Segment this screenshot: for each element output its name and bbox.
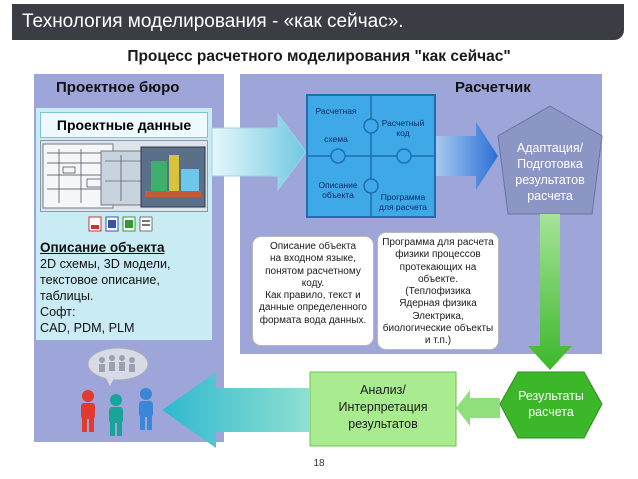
analysis-shape xyxy=(309,371,457,447)
arrow-to-analysis xyxy=(456,390,500,426)
description-line: CAD, PDM, PLM xyxy=(40,321,135,335)
description-line: таблицы. xyxy=(40,289,94,303)
cad-screenshots-image xyxy=(40,140,208,212)
object-description-heading: Описание объекта xyxy=(40,240,165,255)
users-group-illustration xyxy=(81,347,153,436)
person-blue-icon xyxy=(139,388,153,430)
design-bureau-title: Проектное бюро xyxy=(56,79,180,96)
description-line: текстовое описание, xyxy=(40,273,160,287)
diagram-title: Процесс расчетного моделирования "как се… xyxy=(127,48,511,65)
design-data-header: Проектные данные xyxy=(40,112,208,138)
page-number: 18 xyxy=(313,458,325,469)
arrow-to-results xyxy=(528,214,572,370)
analysis-label: Анализ/ Интерпретация результатов xyxy=(338,383,428,431)
puzzle-piece-code: Расчетный код xyxy=(381,118,425,138)
adaptation-label: Адаптация/ Подготовка результатов расчет… xyxy=(515,141,585,203)
puzzle-block: Расчетная схема Расчетный код Описание о… xyxy=(306,94,436,218)
description-line: 2D схемы, 3D модели, xyxy=(40,257,171,271)
description-line: Софт: xyxy=(40,305,76,319)
person-red-icon xyxy=(81,390,95,432)
calculation-program-note: Программа для расчета физики процессов п… xyxy=(377,232,499,350)
results-label: Результаты расчета xyxy=(518,389,584,419)
arrow-to-puzzle xyxy=(211,112,307,192)
arrow-to-adaptation xyxy=(436,122,498,190)
puzzle-piece-object: Описание объекта xyxy=(318,180,358,200)
slide-title: Технология моделирования - «как сейчас». xyxy=(12,4,624,40)
person-teal-icon xyxy=(109,394,123,436)
puzzle-piece-program: Программа для расчета xyxy=(379,192,427,212)
arrow-to-people xyxy=(162,372,310,448)
file-format-icons xyxy=(88,216,158,232)
object-description-note: Описание объекта на входном языке, понят… xyxy=(252,236,374,346)
puzzle-piece-scheme: Расчетная схема xyxy=(315,106,357,144)
object-description: Описание объекта 2D схемы, 3D модели, те… xyxy=(40,240,212,336)
analyst-title: Расчетчик xyxy=(455,79,531,96)
